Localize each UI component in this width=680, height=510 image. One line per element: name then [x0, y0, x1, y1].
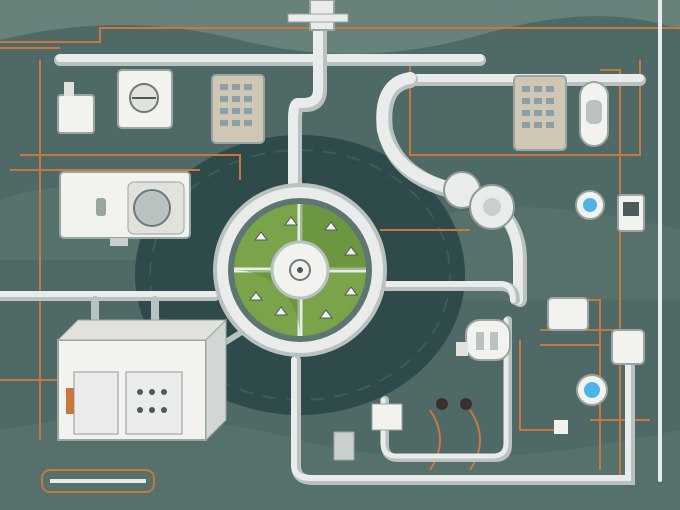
- central-hub-icon: [213, 183, 387, 357]
- tank-icon: [56, 318, 228, 442]
- electric-wire-icon: [0, 27, 680, 480]
- control-panel-icon: [57, 69, 265, 144]
- control-panel-icon: [513, 75, 645, 232]
- generator-icon: [59, 171, 191, 246]
- valve-icon: [443, 171, 515, 230]
- sensor-icon: [41, 469, 155, 493]
- bulb-icon: [575, 190, 608, 406]
- generator-icon: [456, 297, 645, 365]
- sensor-icon: [333, 398, 568, 461]
